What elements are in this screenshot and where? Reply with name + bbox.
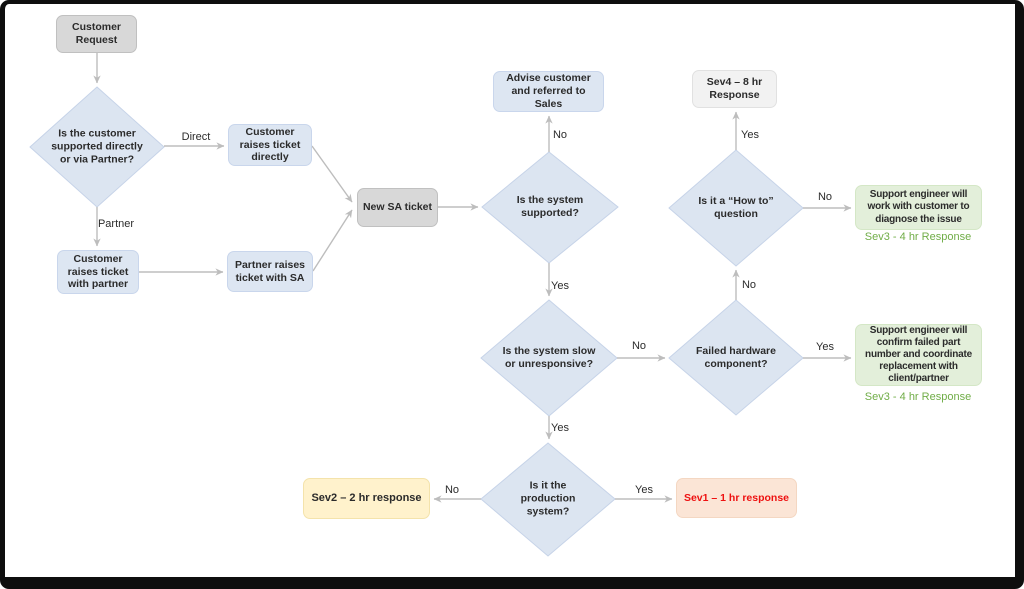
decision-diamond-failed-hardware	[668, 299, 804, 416]
edge-label-no-how-to: No	[817, 191, 833, 203]
edge-raises-direct-to-new-ticket	[311, 145, 353, 203]
decision-diamond-production-system	[480, 442, 616, 557]
edge-label-yes-system-supported: Yes	[551, 280, 569, 292]
node-customer-raises-ticket-directly: Customer raises ticket directly	[228, 124, 312, 166]
decision-label-support-path: Is the customer supported directly or vi…	[51, 127, 143, 166]
edge-label-partner: Partner	[97, 218, 135, 230]
decision-label-system-slow: Is the system slow or unresponsive?	[502, 344, 596, 370]
node-engineer-diagnose: Support engineer will work with customer…	[855, 185, 982, 230]
edge-label-direct: Direct	[181, 131, 211, 143]
edge-partner-raises-to-new-ticket	[312, 209, 353, 272]
node-partner-raises-ticket-with-sa: Partner raises ticket with SA	[227, 251, 313, 292]
node-advise-customer-sales: Advise customer and referred to Sales	[493, 71, 604, 112]
edge-label-yes-how-to: Yes	[741, 129, 759, 141]
decision-diamond-how-to	[668, 149, 804, 267]
edge-label-yes-production: Yes	[635, 484, 653, 496]
node-engineer-replace: Support engineer will confirm failed par…	[855, 324, 982, 386]
edge-label-yes-failed-hardware: Yes	[816, 341, 834, 353]
edge-label-no-system-supported: No	[552, 129, 568, 141]
decision-label-production-system: Is it the production system?	[520, 479, 576, 518]
decision-label-failed-hardware: Failed hardware component?	[696, 344, 776, 370]
node-new-sa-ticket: New SA ticket	[357, 188, 438, 227]
node-sev4-response: Sev4 – 8 hr Response	[692, 70, 777, 108]
node-sev1-response: Sev1 – 1 hr response	[676, 478, 797, 518]
node-customer-request: Customer Request	[56, 15, 137, 53]
sev3-response-caption-hardware: Sev3 - 4 hr Response	[864, 391, 972, 403]
edge-label-no-production: No	[444, 484, 460, 496]
decision-label-system-supported: Is the system supported?	[516, 193, 584, 219]
edge-label-no-failed-hardware: No	[741, 279, 757, 291]
node-sev2-response: Sev2 – 2 hr response	[303, 478, 430, 519]
decision-label-how-to: Is it a “How to” question	[698, 194, 774, 220]
edge-label-no-system-slow: No	[631, 340, 647, 352]
sev3-response-caption-howto: Sev3 - 4 hr Response	[864, 231, 972, 243]
edge-label-yes-system-slow: Yes	[551, 422, 569, 434]
node-customer-raises-ticket-with-partner: Customer raises ticket with partner	[57, 250, 139, 294]
